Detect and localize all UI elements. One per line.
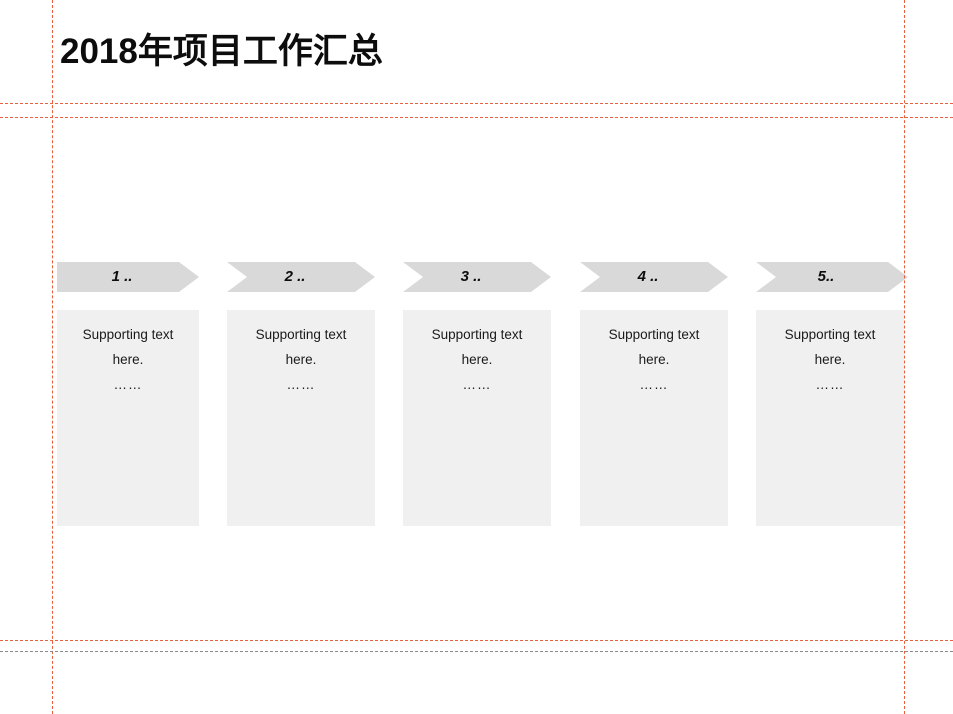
step-banner-5[interactable]: 5..	[756, 262, 908, 292]
step-card-line3-3: ……	[462, 377, 492, 392]
step-banner-label-3: 3 ..	[460, 267, 482, 285]
step-card-line2-3: here.	[461, 352, 493, 367]
step-card-4[interactable]: Supporting text here. ……	[580, 310, 728, 526]
step-card-line1-3: Supporting text	[431, 327, 523, 342]
step-banner-2[interactable]: 2 ..	[227, 262, 375, 292]
step-card-line3-1: ……	[113, 377, 143, 392]
process-step-4: 4 .. Supporting text here. ……	[580, 262, 728, 526]
guide-line-vertical-right	[904, 0, 905, 714]
guide-line-horizontal-bottom-1	[0, 640, 953, 641]
step-card-line1-4: Supporting text	[608, 327, 700, 342]
step-card-text-2: Supporting text here. ……	[241, 322, 361, 397]
step-card-line1-1: Supporting text	[82, 327, 174, 342]
page-title: 2018年项目工作汇总	[60, 32, 383, 71]
step-banner-label-1: 1 ..	[111, 267, 133, 285]
process-step-3: 3 .. Supporting text here. ……	[403, 262, 551, 526]
step-banner-label-4: 4 ..	[637, 267, 659, 285]
step-banner-3[interactable]: 3 ..	[403, 262, 551, 292]
step-card-text-1: Supporting text here. ……	[71, 322, 185, 397]
step-card-line2-1: here.	[112, 352, 144, 367]
step-card-5[interactable]: Supporting text here. ……	[756, 310, 904, 526]
step-banner-label-5: 5..	[817, 267, 835, 285]
step-banner-1[interactable]: 1 ..	[57, 262, 199, 292]
process-step-5: 5.. Supporting text here. ……	[756, 262, 904, 526]
step-card-line2-4: here.	[638, 352, 670, 367]
step-card-line1-2: Supporting text	[255, 327, 347, 342]
step-card-line1-5: Supporting text	[784, 327, 876, 342]
step-card-text-3: Supporting text here. ……	[417, 322, 537, 397]
guide-line-vertical-left	[52, 0, 53, 714]
step-card-line3-5: ……	[815, 377, 845, 392]
step-card-2[interactable]: Supporting text here. ……	[227, 310, 375, 526]
guide-line-horizontal-top-2	[0, 117, 953, 118]
step-card-1[interactable]: Supporting text here. ……	[57, 310, 199, 526]
process-step-2: 2 .. Supporting text here. ……	[227, 262, 375, 526]
guide-line-horizontal-bottom-2	[0, 651, 953, 652]
step-card-line2-2: here.	[285, 352, 317, 367]
step-card-3[interactable]: Supporting text here. ……	[403, 310, 551, 526]
step-banner-label-2: 2 ..	[284, 267, 306, 285]
process-step-1: 1 .. Supporting text here. ……	[57, 262, 199, 526]
step-card-line3-2: ……	[286, 377, 316, 392]
step-card-text-4: Supporting text here. ……	[594, 322, 714, 397]
guide-line-horizontal-top-1	[0, 103, 953, 104]
step-card-line3-4: ……	[639, 377, 669, 392]
step-banner-4[interactable]: 4 ..	[580, 262, 728, 292]
step-card-text-5: Supporting text here. ……	[770, 322, 890, 397]
step-card-line2-5: here.	[814, 352, 846, 367]
